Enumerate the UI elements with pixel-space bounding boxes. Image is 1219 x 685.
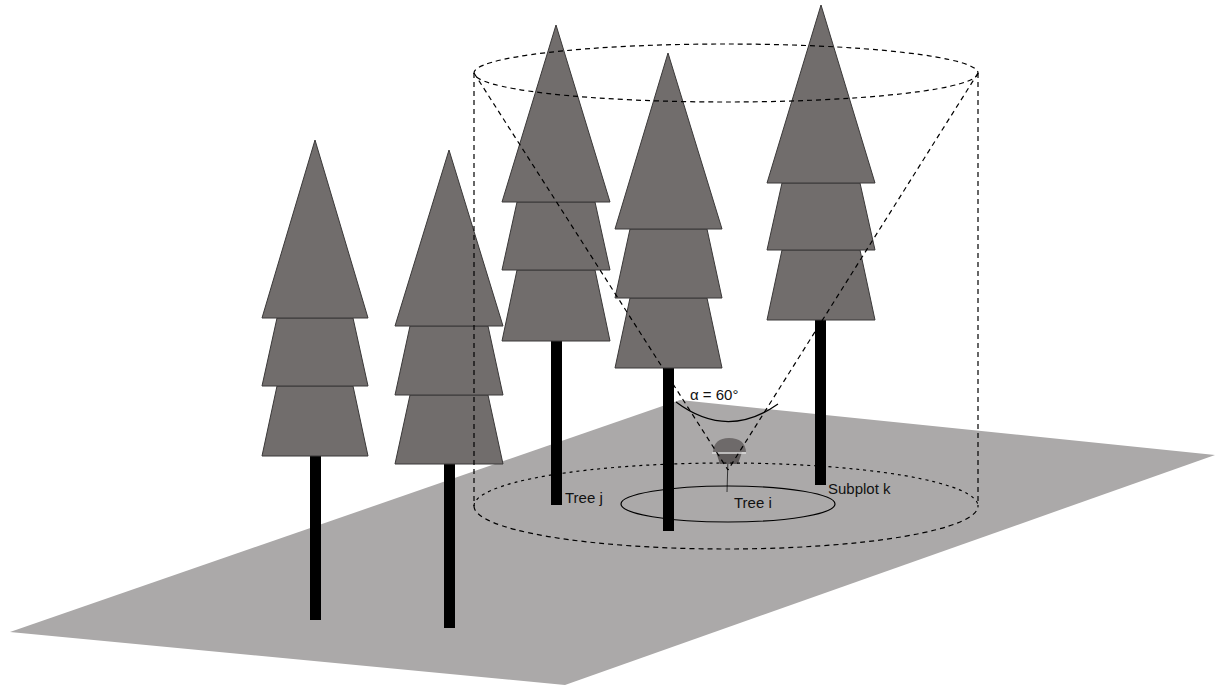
tree-crown <box>262 386 368 456</box>
tree-crown <box>395 326 503 395</box>
subplot-label: Subplot k <box>827 480 892 497</box>
tree-crown <box>615 298 722 368</box>
search-cylinder <box>474 44 978 549</box>
tree-crown <box>767 183 875 250</box>
tree-crown <box>767 5 875 183</box>
angle-arc <box>676 402 778 422</box>
subplot-ellipse <box>621 486 835 522</box>
trees <box>262 5 875 628</box>
tree-crown <box>767 250 875 320</box>
ground-plane <box>10 400 1215 685</box>
tree-crown <box>262 318 368 386</box>
seedling <box>712 438 746 492</box>
tree-crown <box>395 150 503 326</box>
tree-crown <box>615 229 722 298</box>
cone-line <box>728 73 978 470</box>
tree-trunk <box>444 458 455 628</box>
tree-crown <box>395 395 503 464</box>
tree-crown <box>502 270 610 341</box>
tree-crown <box>502 202 610 270</box>
tree-trunk <box>310 450 321 620</box>
tree-trunk <box>551 336 562 505</box>
angle-label: α = 60° <box>689 386 739 403</box>
tree-trunk <box>663 362 674 531</box>
tree-label: Tree i <box>733 494 773 511</box>
tree-crown <box>615 53 722 229</box>
tree-crown <box>262 140 368 318</box>
tree-label: Tree j <box>564 489 604 506</box>
tree-trunk <box>815 314 826 485</box>
tree-crown <box>502 25 610 202</box>
